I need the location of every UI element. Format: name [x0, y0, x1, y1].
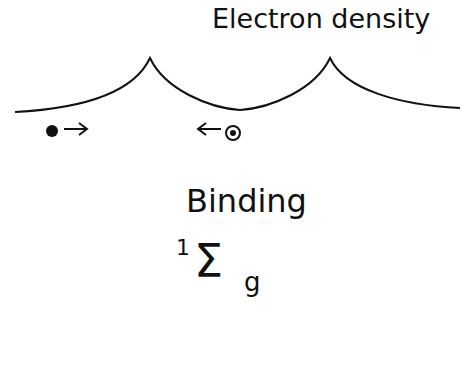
- nucleus-dot: [46, 125, 58, 137]
- motion-arrow: [198, 123, 221, 135]
- term-subscript: g: [244, 268, 261, 297]
- bond-label: Binding: [186, 184, 307, 219]
- nucleus-dot: [226, 126, 240, 140]
- motion-arrow: [64, 123, 87, 135]
- density-curve: [15, 58, 460, 112]
- term-superscript: 1: [176, 236, 190, 260]
- axis-label: Electron density: [212, 4, 430, 34]
- term-symbol: Σ: [194, 236, 223, 287]
